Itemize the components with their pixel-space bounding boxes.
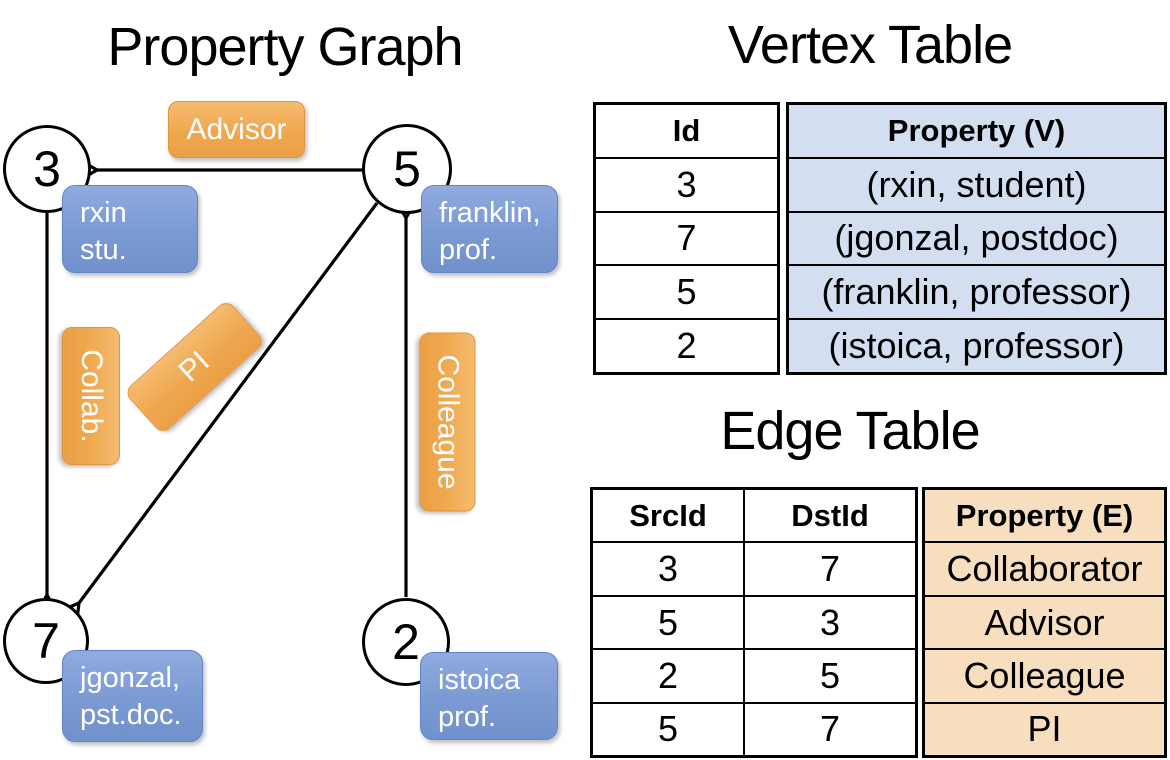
vertex-property-line: prof. bbox=[439, 234, 498, 266]
vertex-property-line: istoica bbox=[438, 664, 521, 696]
edge-dst-cell: 3 bbox=[743, 596, 915, 649]
vertex-property-box-franklin: franklin, prof. bbox=[421, 185, 558, 273]
vertex-property-line: franklin, bbox=[439, 197, 541, 229]
edge-dst-cell: 5 bbox=[743, 650, 915, 702]
edge-property-cell: Advisor bbox=[925, 594, 1164, 648]
vertex-property-cell: (jgonzal, postdoc) bbox=[789, 210, 1164, 265]
vertex-property-line: stu. bbox=[80, 234, 127, 266]
vertex-property-line: rxin bbox=[80, 197, 127, 229]
edge-table-ids-columns: SrcId DstId 3 7 5 3 2 5 5 7 bbox=[590, 487, 918, 758]
vertex-table-title: Vertex Table bbox=[727, 15, 1013, 75]
edge-property-cell: Colleague bbox=[925, 648, 1164, 701]
vertex-id-cell: 3 bbox=[596, 156, 777, 211]
vertex-property-box-rxin: rxin stu. bbox=[62, 185, 198, 273]
vertex-table: Id 3 7 5 2 Property (V) (rxin, student) … bbox=[593, 102, 1167, 375]
vertex-id-cell: 5 bbox=[596, 264, 777, 318]
edge-src-cell: 2 bbox=[657, 654, 679, 696]
vertex-property-line: prof. bbox=[438, 701, 497, 733]
edge-table-property-header: Property (E) bbox=[955, 497, 1134, 533]
vertex-id-cell: 2 bbox=[596, 318, 777, 372]
edge-label-colleague: Colleague bbox=[419, 332, 476, 512]
edge-property-cell: Collaborator bbox=[925, 541, 1164, 594]
edge-table-srcid-header: SrcId bbox=[629, 497, 707, 533]
edge-table: SrcId DstId 3 7 5 3 2 5 5 7 Property (E)… bbox=[590, 487, 1167, 758]
edge-src-cell: 5 bbox=[657, 601, 679, 643]
vertex-table-id-column: Id 3 7 5 2 bbox=[593, 102, 780, 375]
vertex-property-box-istoica: istoica prof. bbox=[420, 652, 558, 740]
vertex-table-property-column: Property (V) (rxin, student) (jgonzal, p… bbox=[786, 102, 1167, 375]
edge-dst-cell: 7 bbox=[743, 703, 915, 756]
vertex-property-box-jgonzal: jgonzal, pst.doc. bbox=[62, 650, 203, 742]
edge-dst-cell: 7 bbox=[743, 543, 915, 595]
vertex-property-cell: (franklin, professor) bbox=[789, 264, 1164, 318]
edge-src-cell: 3 bbox=[657, 548, 679, 590]
property-graph-title: Property Graph bbox=[107, 17, 463, 77]
edge-table-property-column: Property (E) Collaborator Advisor Collea… bbox=[922, 487, 1167, 758]
vertex-property-line: jgonzal, bbox=[80, 662, 180, 694]
vertex-property-cell: (rxin, student) bbox=[789, 156, 1164, 211]
vertex-property-line: pst.doc. bbox=[80, 699, 182, 731]
edge-pi-5-to-7 bbox=[79, 202, 379, 603]
edge-label-collab: Collab. bbox=[62, 327, 120, 465]
vertex-table-property-header: Property (V) bbox=[887, 112, 1066, 148]
edge-table-title: Edge Table bbox=[720, 401, 980, 461]
vertex-table-id-header: Id bbox=[672, 112, 701, 148]
edge-table-dstid-header: DstId bbox=[743, 490, 915, 542]
edge-src-cell: 5 bbox=[657, 708, 679, 750]
edge-label-advisor: Advisor bbox=[168, 101, 305, 158]
vertex-property-cell: (istoica, professor) bbox=[789, 318, 1164, 372]
edge-property-cell: PI bbox=[925, 701, 1164, 755]
vertex-id-cell: 7 bbox=[596, 210, 777, 265]
